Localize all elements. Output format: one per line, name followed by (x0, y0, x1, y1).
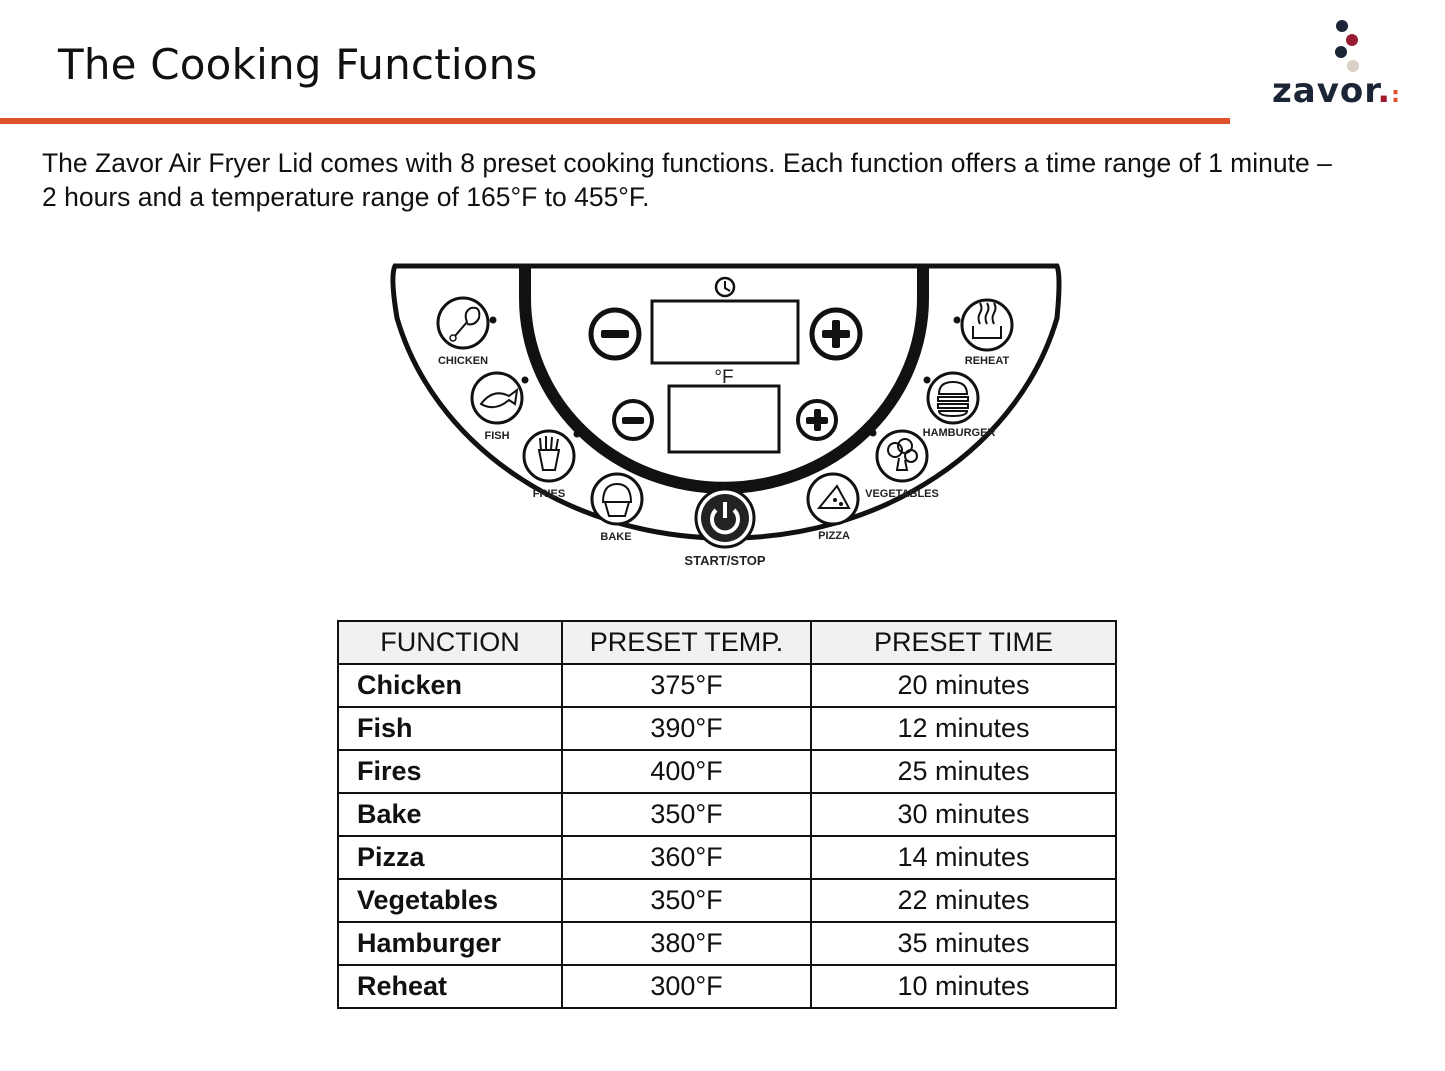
vegetables-button[interactable]: VEGETABLES (865, 429, 939, 501)
header-preset-temp: PRESET TEMP. (561, 620, 812, 665)
preset-temp: 380°F (561, 921, 812, 966)
reheat-button[interactable]: REHEAT (953, 298, 1014, 367)
bake-label: BAKE (600, 531, 631, 543)
preset-functions-table: FUNCTION PRESET TEMP. PRESET TIME Chicke… (337, 620, 1117, 1009)
preset-temp: 300°F (561, 964, 812, 1009)
temp-minus-icon[interactable] (612, 399, 654, 441)
logo-period: . (1377, 71, 1392, 111)
preset-time: 30 minutes (810, 792, 1117, 837)
logo-dot-navy-2 (1335, 46, 1347, 58)
fish-label: FISH (484, 430, 509, 442)
logo-wordmark: zavor (1272, 71, 1378, 111)
header-function: FUNCTION (337, 620, 563, 665)
intro-paragraph: The Zavor Air Fryer Lid comes with 8 pre… (42, 148, 1332, 212)
function-name: Vegetables (337, 878, 563, 923)
vegetables-label: VEGETABLES (865, 488, 939, 500)
preset-time: 25 minutes (810, 749, 1117, 794)
preset-time: 14 minutes (810, 835, 1117, 880)
preset-temp: 350°F (561, 878, 812, 923)
preset-temp: 390°F (561, 706, 812, 751)
pizza-button[interactable]: PIZZA (801, 470, 860, 543)
logo-dot-beige (1347, 60, 1359, 72)
function-name: Hamburger (337, 921, 563, 966)
preset-temp: 350°F (561, 792, 812, 837)
table-header-row: FUNCTION PRESET TEMP. PRESET TIME (337, 620, 1117, 665)
control-panel-illustration: °F CHICKEN FISH FRIES BAKE (385, 258, 1065, 588)
function-name: Fires (337, 749, 563, 794)
preset-time: 35 minutes (810, 921, 1117, 966)
power-icon (710, 502, 740, 535)
function-name: Chicken (337, 663, 563, 708)
hamburger-label: HAMBURGER (923, 427, 996, 439)
logo-dot-red (1346, 34, 1358, 46)
temp-plus-icon[interactable] (796, 399, 838, 441)
chicken-button[interactable]: CHICKEN (436, 296, 497, 367)
function-name: Reheat (337, 964, 563, 1009)
preset-time: 22 minutes (810, 878, 1117, 923)
reheat-label: REHEAT (965, 355, 1010, 367)
preset-time: 12 minutes (810, 706, 1117, 751)
preset-temp: 400°F (561, 749, 812, 794)
function-name: Fish (337, 706, 563, 751)
bake-button[interactable]: BAKE (590, 468, 651, 544)
clock-icon (714, 276, 736, 298)
pizza-label: PIZZA (818, 530, 850, 542)
plus-icon[interactable] (809, 307, 863, 361)
preset-temp: 360°F (561, 835, 812, 880)
function-name: Bake (337, 792, 563, 837)
fries-label: FRIES (533, 488, 565, 500)
zavor-logo: zavor.: (1266, 14, 1426, 114)
preset-time: 20 minutes (810, 663, 1117, 708)
fish-button[interactable]: FISH (470, 371, 529, 442)
hamburger-button[interactable]: HAMBURGER (923, 371, 996, 439)
time-display (650, 299, 800, 365)
header-preset-time: PRESET TIME (810, 620, 1117, 665)
slide-title: The Cooking Functions (58, 40, 538, 89)
temp-unit-label: °F (714, 367, 733, 388)
minus-icon[interactable] (588, 307, 642, 361)
function-name: Pizza (337, 835, 563, 880)
preset-temp: 375°F (561, 663, 812, 708)
title-divider (0, 118, 1230, 124)
start-stop-button[interactable]: START/STOP (684, 487, 766, 568)
logo-dot-navy (1336, 20, 1348, 32)
start-stop-label: START/STOP (684, 553, 765, 568)
temp-display (667, 384, 781, 454)
chicken-label: CHICKEN (438, 355, 488, 367)
fries-button[interactable]: FRIES (522, 429, 581, 501)
preset-time: 10 minutes (810, 964, 1117, 1009)
